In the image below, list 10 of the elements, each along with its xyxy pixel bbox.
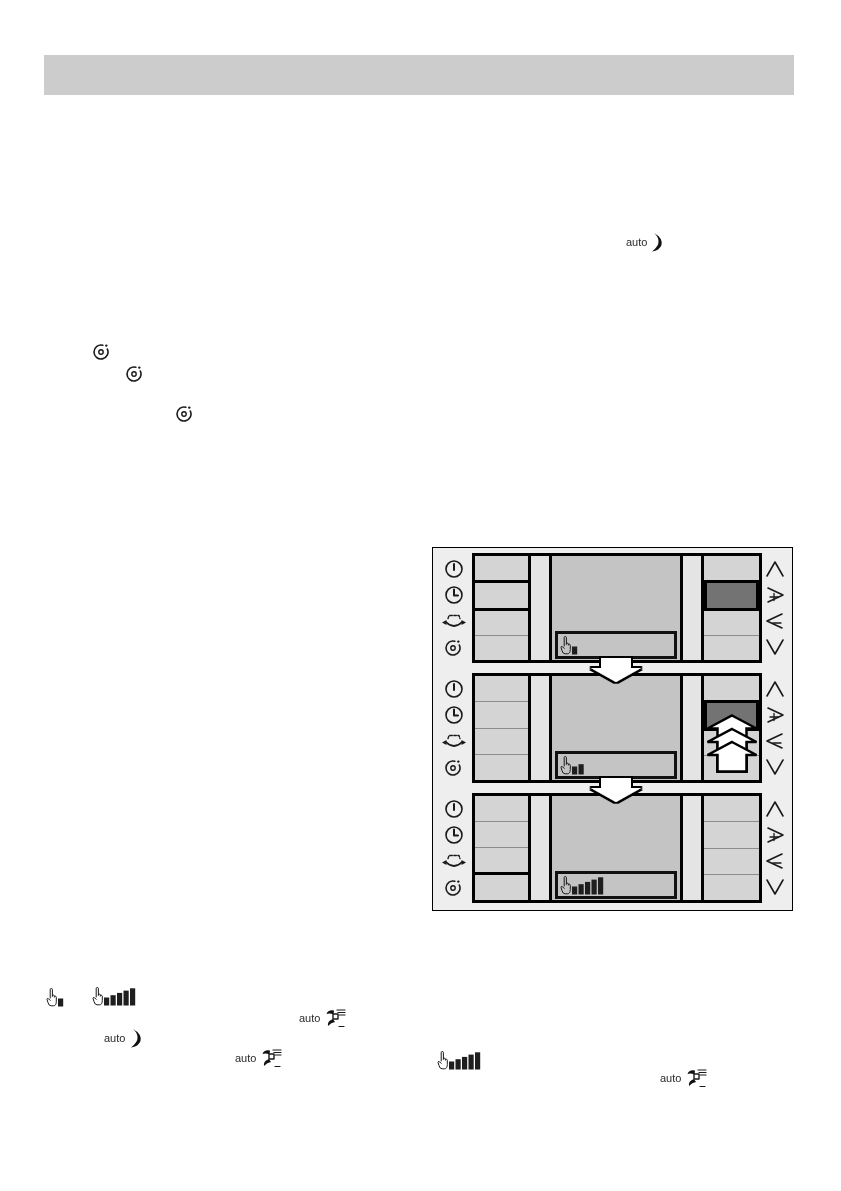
arrow xyxy=(591,778,641,802)
mode-label: auto xyxy=(299,1012,321,1025)
mode-label: auto xyxy=(626,236,648,249)
control-panel xyxy=(472,553,762,663)
mode-label: auto xyxy=(660,1072,682,1085)
control-panel xyxy=(472,673,762,783)
mode-label: auto xyxy=(235,1052,257,1065)
arrow xyxy=(591,658,641,682)
control-panel xyxy=(472,793,762,903)
mode-label: auto xyxy=(104,1032,126,1045)
